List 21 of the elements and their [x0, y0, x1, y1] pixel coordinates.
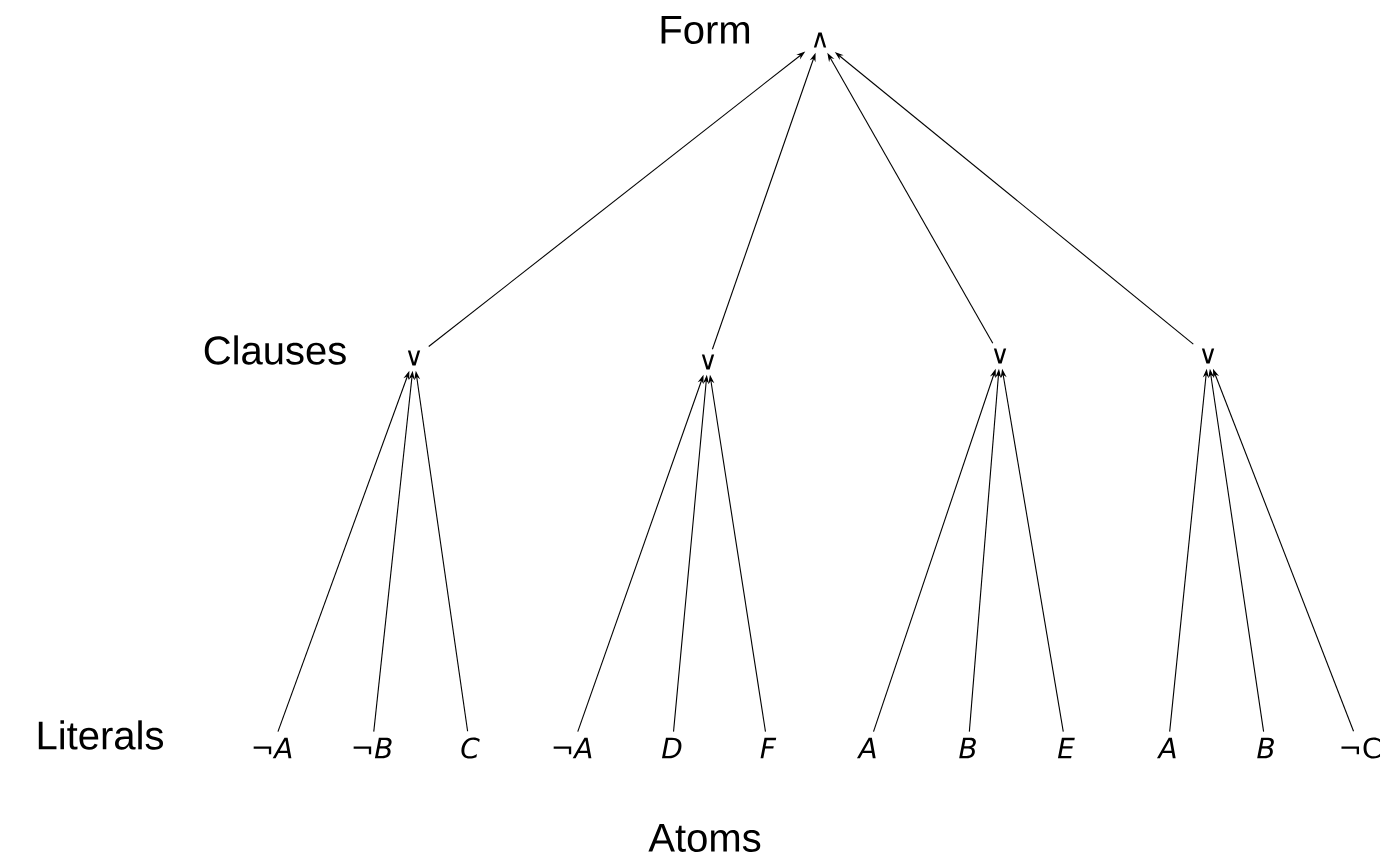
operator-symbol: ∨	[993, 348, 1007, 364]
literal: E	[1057, 737, 1075, 759]
literal: ¬B	[353, 737, 392, 759]
literal: A	[1156, 737, 1176, 759]
literal: ¬A	[253, 737, 292, 759]
literal: B	[1257, 737, 1274, 759]
literal: B	[959, 737, 976, 759]
level-label: Literals	[38, 720, 163, 750]
operator-symbol: ∨	[701, 354, 715, 370]
level-label: Atoms	[648, 824, 761, 852]
literal: C	[461, 737, 480, 759]
level-label: Clauses	[204, 335, 346, 365]
operator-symbol: ∨	[1201, 348, 1215, 364]
operator-symbol: ∧	[813, 32, 827, 48]
operator-symbol: ∨	[407, 350, 421, 366]
literal: ¬C	[1341, 737, 1380, 759]
literal: ¬A	[553, 737, 592, 759]
literal: A	[856, 737, 876, 759]
level-label: Form	[661, 16, 750, 44]
literal: F	[760, 737, 777, 759]
literal: D	[662, 737, 682, 759]
